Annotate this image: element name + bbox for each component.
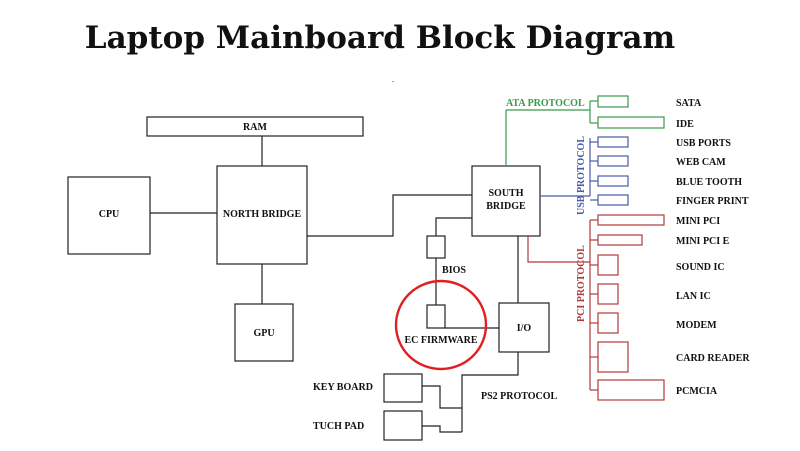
sound-ic-box xyxy=(597,254,619,276)
keyboard-ps2-link xyxy=(422,385,462,409)
usb-group xyxy=(540,136,629,206)
io-label: I/O xyxy=(517,323,532,334)
cpu-box xyxy=(67,176,151,255)
south-bridge-label-line2: BRIDGE xyxy=(486,201,526,212)
gpu-block: GPU xyxy=(234,303,294,362)
ide-box xyxy=(597,116,665,129)
lan-ic-box xyxy=(597,283,619,305)
ps2-protocol-label: PS2 PROTOCOL xyxy=(481,391,558,402)
mini-pci-e-box xyxy=(597,234,643,246)
pci-device-modem: MODEM xyxy=(676,320,717,331)
bios-label: BIOS xyxy=(442,265,466,276)
north-bridge-block: NORTH BRIDGE xyxy=(216,165,308,265)
bios-chip xyxy=(426,235,446,259)
gpu-box xyxy=(234,303,294,362)
sata-box xyxy=(597,95,629,108)
pci-group xyxy=(527,214,665,401)
south-bridge-box xyxy=(471,165,541,237)
ec-firmware-label: EC FIRMWARE xyxy=(404,335,477,346)
ata-group xyxy=(505,95,665,166)
keyboard-label: KEY BOARD xyxy=(313,382,373,393)
stray-dot: . xyxy=(392,75,394,84)
ec-firmware-highlight-circle xyxy=(394,279,488,371)
south-bridge-block: SOUTH BRIDGE xyxy=(471,165,541,237)
cpu-block: CPU xyxy=(67,176,151,255)
keyboard-block: KEY BOARD xyxy=(313,373,423,403)
io-ps2-link xyxy=(461,352,519,432)
north-bridge-box xyxy=(216,165,308,265)
card-reader-box xyxy=(597,341,629,373)
keyboard-box xyxy=(383,373,423,403)
usb-device-usb-ports: USB PORTS xyxy=(676,138,731,149)
ata-device-ide: IDE xyxy=(676,119,694,130)
ata-protocol-label: ATA PROTOCOL xyxy=(506,98,585,109)
diagram-title: Laptop Mainboard Block Diagram xyxy=(85,20,676,56)
bios-block: BIOS xyxy=(426,235,466,276)
cpu-label: CPU xyxy=(99,209,120,220)
pci-device-mini-pci-e: MINI PCI E xyxy=(676,236,730,247)
io-box xyxy=(498,302,550,353)
ram-block: RAM xyxy=(146,116,364,137)
ram-label: RAM xyxy=(243,122,267,133)
north-bridge-label: NORTH BRIDGE xyxy=(223,209,302,220)
southbridge-bios-link xyxy=(435,217,472,236)
gpu-label: GPU xyxy=(253,328,274,339)
usb-protocol-label: USB PROTOCOL xyxy=(576,136,587,215)
ram-box xyxy=(146,116,364,137)
pci-device-lan-ic: LAN IC xyxy=(676,291,711,302)
usb-device-finger-print: FINGER PRINT xyxy=(676,196,749,207)
usb-device-blue-tooth: BLUE TOOTH xyxy=(676,177,742,188)
mini-pci-box xyxy=(597,214,665,226)
south-bridge-label-line1: SOUTH xyxy=(488,188,523,199)
web-cam-box xyxy=(597,155,629,167)
io-block: I/O xyxy=(498,302,550,353)
finger-print-box xyxy=(597,194,629,206)
modem-box xyxy=(597,312,619,334)
touchpad-box xyxy=(383,410,423,441)
pcmcia-box xyxy=(597,379,665,401)
pci-trunk xyxy=(527,236,590,263)
blue-tooth-box xyxy=(597,175,629,187)
ec-firmware-block: EC FIRMWARE xyxy=(404,304,478,346)
ata-device-sata: SATA xyxy=(676,98,702,109)
pci-device-mini-pci: MINI PCI xyxy=(676,216,720,227)
northbridge-southbridge-link xyxy=(307,194,472,237)
touchpad-block: TUCH PAD xyxy=(313,410,423,441)
usb-device-web-cam: WEB CAM xyxy=(676,157,726,168)
pci-device-sound-ic: SOUND IC xyxy=(676,262,725,273)
pci-device-pcmcia: PCMCIA xyxy=(676,386,718,397)
pci-protocol-label: PCI PROTOCOL xyxy=(576,245,587,322)
usb-ports-box xyxy=(597,136,629,148)
pci-device-card-reader: CARD READER xyxy=(676,353,750,364)
touchpad-ps2-link xyxy=(422,425,462,433)
touchpad-label: TUCH PAD xyxy=(313,421,364,432)
ec-firmware-chip xyxy=(426,304,446,329)
